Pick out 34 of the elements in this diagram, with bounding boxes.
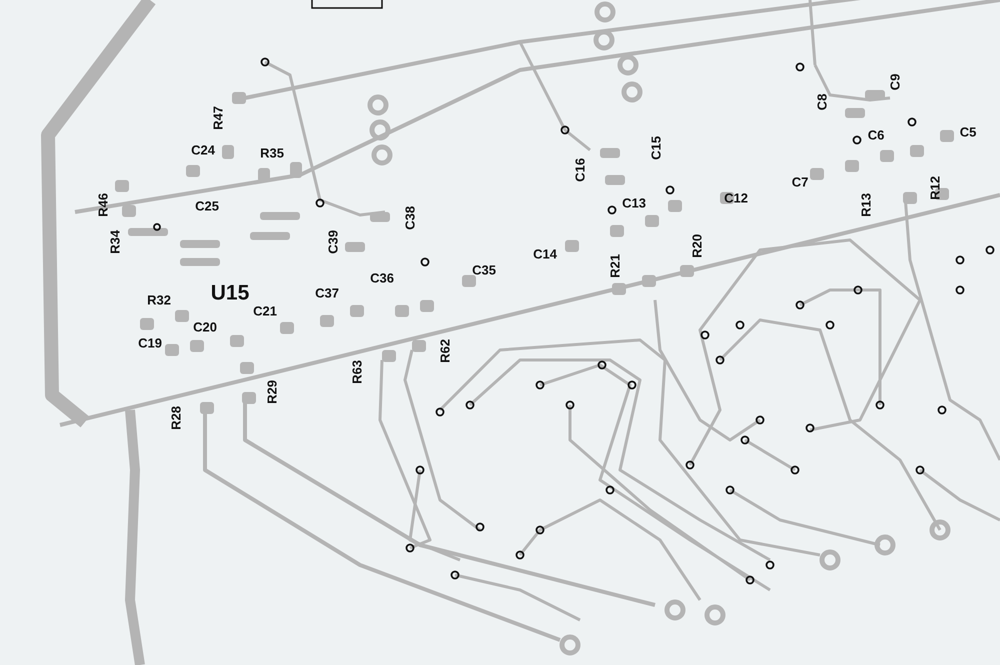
component-designator: C6	[868, 128, 884, 142]
component-designator: R34	[108, 230, 122, 254]
component-designator: C16	[574, 158, 586, 182]
component-designator: C37	[315, 286, 339, 300]
component-designator: C20	[193, 320, 217, 334]
component-designator: C39	[326, 230, 340, 254]
component-designator: C7	[792, 176, 808, 188]
component-designator: C8	[816, 94, 828, 110]
component-designator: R20	[690, 234, 704, 258]
component-designator: C14	[533, 248, 557, 260]
component-designator: C19	[138, 336, 162, 350]
component-designator: C5	[960, 126, 976, 138]
component-designator: C15	[650, 136, 662, 160]
component-designator: C24	[191, 144, 215, 156]
component-designator: R35	[260, 146, 284, 160]
component-designator: R29	[266, 380, 278, 404]
component-designator: R46	[96, 193, 110, 217]
component-designator: C36	[370, 272, 394, 284]
component-designator: R21	[608, 254, 622, 278]
component-designator: C9	[888, 74, 902, 90]
component-designator: R63	[350, 360, 364, 384]
component-designator: C25	[195, 200, 219, 212]
component-designator: R47	[212, 106, 224, 130]
component-designator: C13	[622, 196, 646, 210]
component-designator: C35	[472, 264, 496, 276]
component-designator: C38	[404, 206, 416, 230]
component-designator: R13	[860, 193, 872, 217]
component-designator: R32	[147, 294, 171, 306]
component-designator: R62	[438, 339, 452, 363]
chip-designator: U15	[210, 282, 250, 304]
component-designator: C12	[724, 192, 748, 204]
component-designator: R12	[928, 176, 942, 200]
component-designator: R28	[170, 406, 182, 430]
component-designator: C21	[253, 304, 277, 318]
